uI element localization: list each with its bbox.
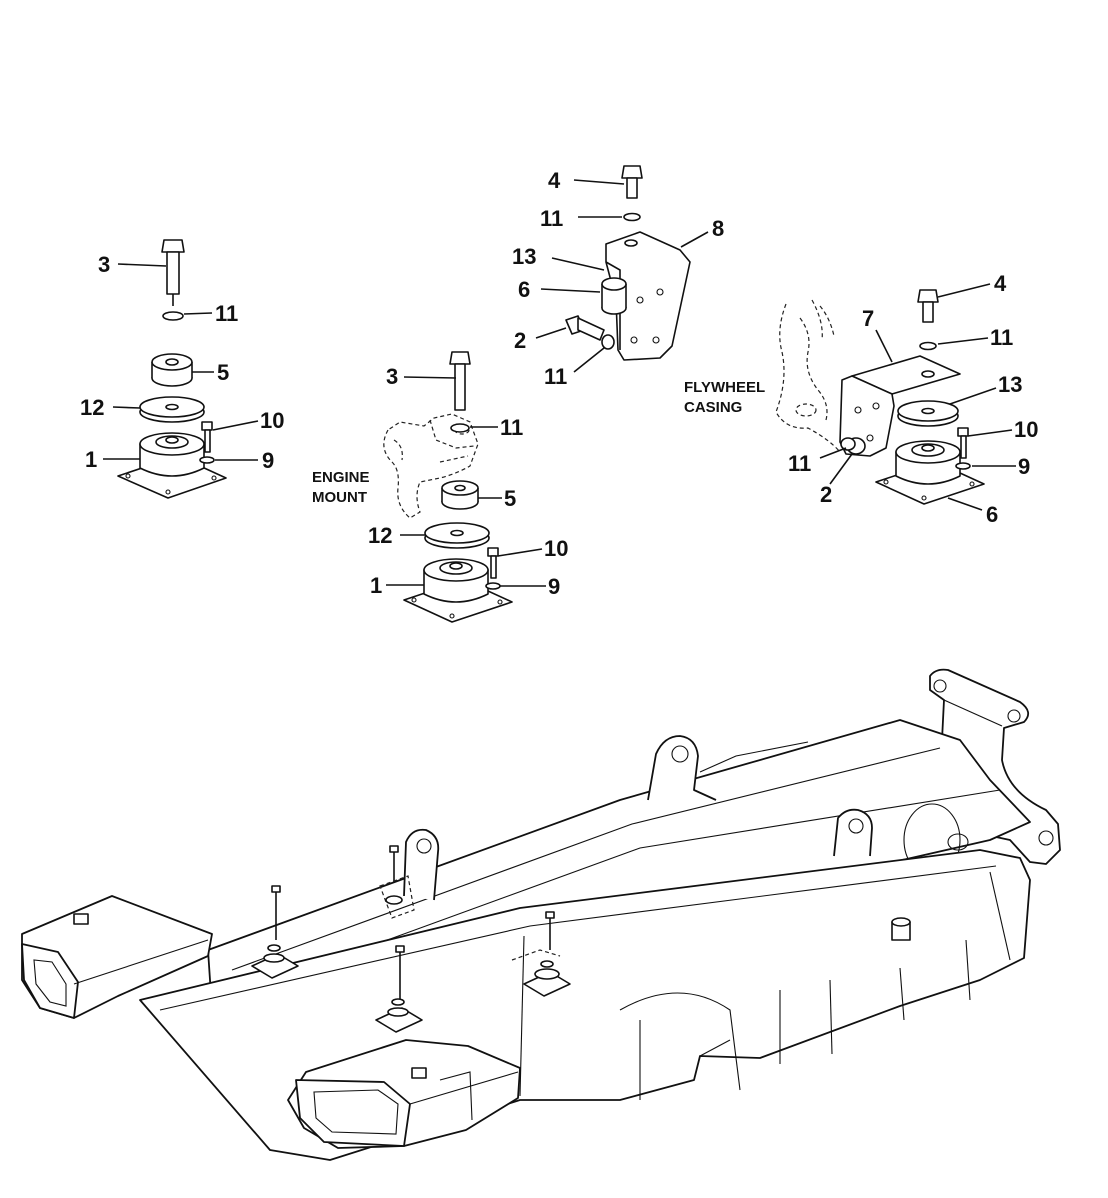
callout-5: 5 xyxy=(217,360,229,385)
callout-8: 8 xyxy=(712,216,724,241)
front-left-box xyxy=(21,895,213,1019)
callout-6: 6 xyxy=(986,502,998,527)
callout-12: 12 xyxy=(368,523,392,548)
callout-11: 11 xyxy=(215,301,238,326)
callout-9: 9 xyxy=(262,448,274,473)
frame-mount-front-right xyxy=(375,945,423,1033)
flywheel-casing-caption-line2: CASING xyxy=(684,399,742,416)
callout-7: 7 xyxy=(862,306,874,331)
callout-9: 9 xyxy=(548,574,560,599)
small-bolt-part xyxy=(199,421,215,464)
callout-3: 3 xyxy=(386,364,398,389)
rubber-pad-part xyxy=(139,396,205,423)
leader-lines xyxy=(103,263,259,461)
callout-4: 4 xyxy=(994,271,1007,296)
callout-10: 10 xyxy=(1014,417,1038,442)
bolt-part xyxy=(621,165,643,199)
callout-9: 9 xyxy=(1018,454,1030,479)
frame-mount-front-left xyxy=(251,885,299,979)
leader-lines xyxy=(819,283,1016,511)
washer-part xyxy=(623,212,641,222)
callout-13: 13 xyxy=(512,244,536,269)
upper-bracket-assembly: 4 11 8 13 6 2 11 xyxy=(512,165,724,389)
callout-11: 11 xyxy=(788,451,811,476)
callout-2: 2 xyxy=(820,482,832,507)
spacer-part xyxy=(840,437,866,455)
leader-lines xyxy=(535,179,709,373)
bracket-part xyxy=(839,355,961,457)
rubber-pad-part xyxy=(424,522,490,549)
callout-4: 4 xyxy=(548,168,561,193)
bolt-part xyxy=(917,289,939,323)
callout-11: 11 xyxy=(500,415,523,440)
washer-part xyxy=(601,334,615,350)
engine-mount-caption-line1: ENGINE xyxy=(312,469,370,486)
small-bolt-part xyxy=(955,427,971,470)
isolator-base-part xyxy=(403,558,513,623)
washer-part xyxy=(162,311,184,321)
bolt-part xyxy=(449,351,471,411)
engine-mount-caption-line2: MOUNT xyxy=(312,489,367,506)
spacer-part xyxy=(441,480,479,510)
callout-6: 6 xyxy=(518,277,530,302)
spacer-part xyxy=(601,277,627,315)
bolt-part xyxy=(161,239,185,306)
frame-mount-center-left xyxy=(379,845,415,919)
machine-frame xyxy=(21,668,1061,1161)
callout-11: 11 xyxy=(544,364,567,389)
callout-1: 1 xyxy=(370,573,382,598)
center-mount-assembly: 3 11 5 12 10 1 9 ENGINE MOUNT xyxy=(312,351,568,623)
washer-part xyxy=(450,423,470,433)
left-mount-assembly: 3 11 5 12 10 1 9 xyxy=(80,239,284,499)
right-bracket-assembly: 4 7 11 13 10 9 11 2 6 FLYWHEEL CASING xyxy=(684,271,1038,527)
flywheel-casing-outline xyxy=(775,299,841,453)
flywheel-casing-caption-line1: FLYWHEEL xyxy=(684,379,765,396)
side-bolt-part xyxy=(565,315,605,341)
leader-lines xyxy=(386,376,546,587)
callout-10: 10 xyxy=(544,536,568,561)
callout-11: 11 xyxy=(990,325,1013,350)
callout-12: 12 xyxy=(80,395,104,420)
callout-10: 10 xyxy=(260,408,284,433)
callout-13: 13 xyxy=(998,372,1022,397)
washer-part xyxy=(919,341,937,351)
frame-mount-rear xyxy=(511,911,571,997)
callout-3: 3 xyxy=(98,252,110,277)
spacer-part xyxy=(151,353,193,387)
callout-1: 1 xyxy=(85,447,97,472)
isolator-base-part xyxy=(117,432,227,499)
callout-11: 11 xyxy=(540,206,563,231)
callout-2: 2 xyxy=(514,328,526,353)
isolator-base-part xyxy=(875,440,985,505)
rubber-pad-part xyxy=(897,400,959,427)
small-bolt-part xyxy=(485,547,501,590)
callout-5: 5 xyxy=(504,486,516,511)
front-right-box xyxy=(287,1039,521,1149)
